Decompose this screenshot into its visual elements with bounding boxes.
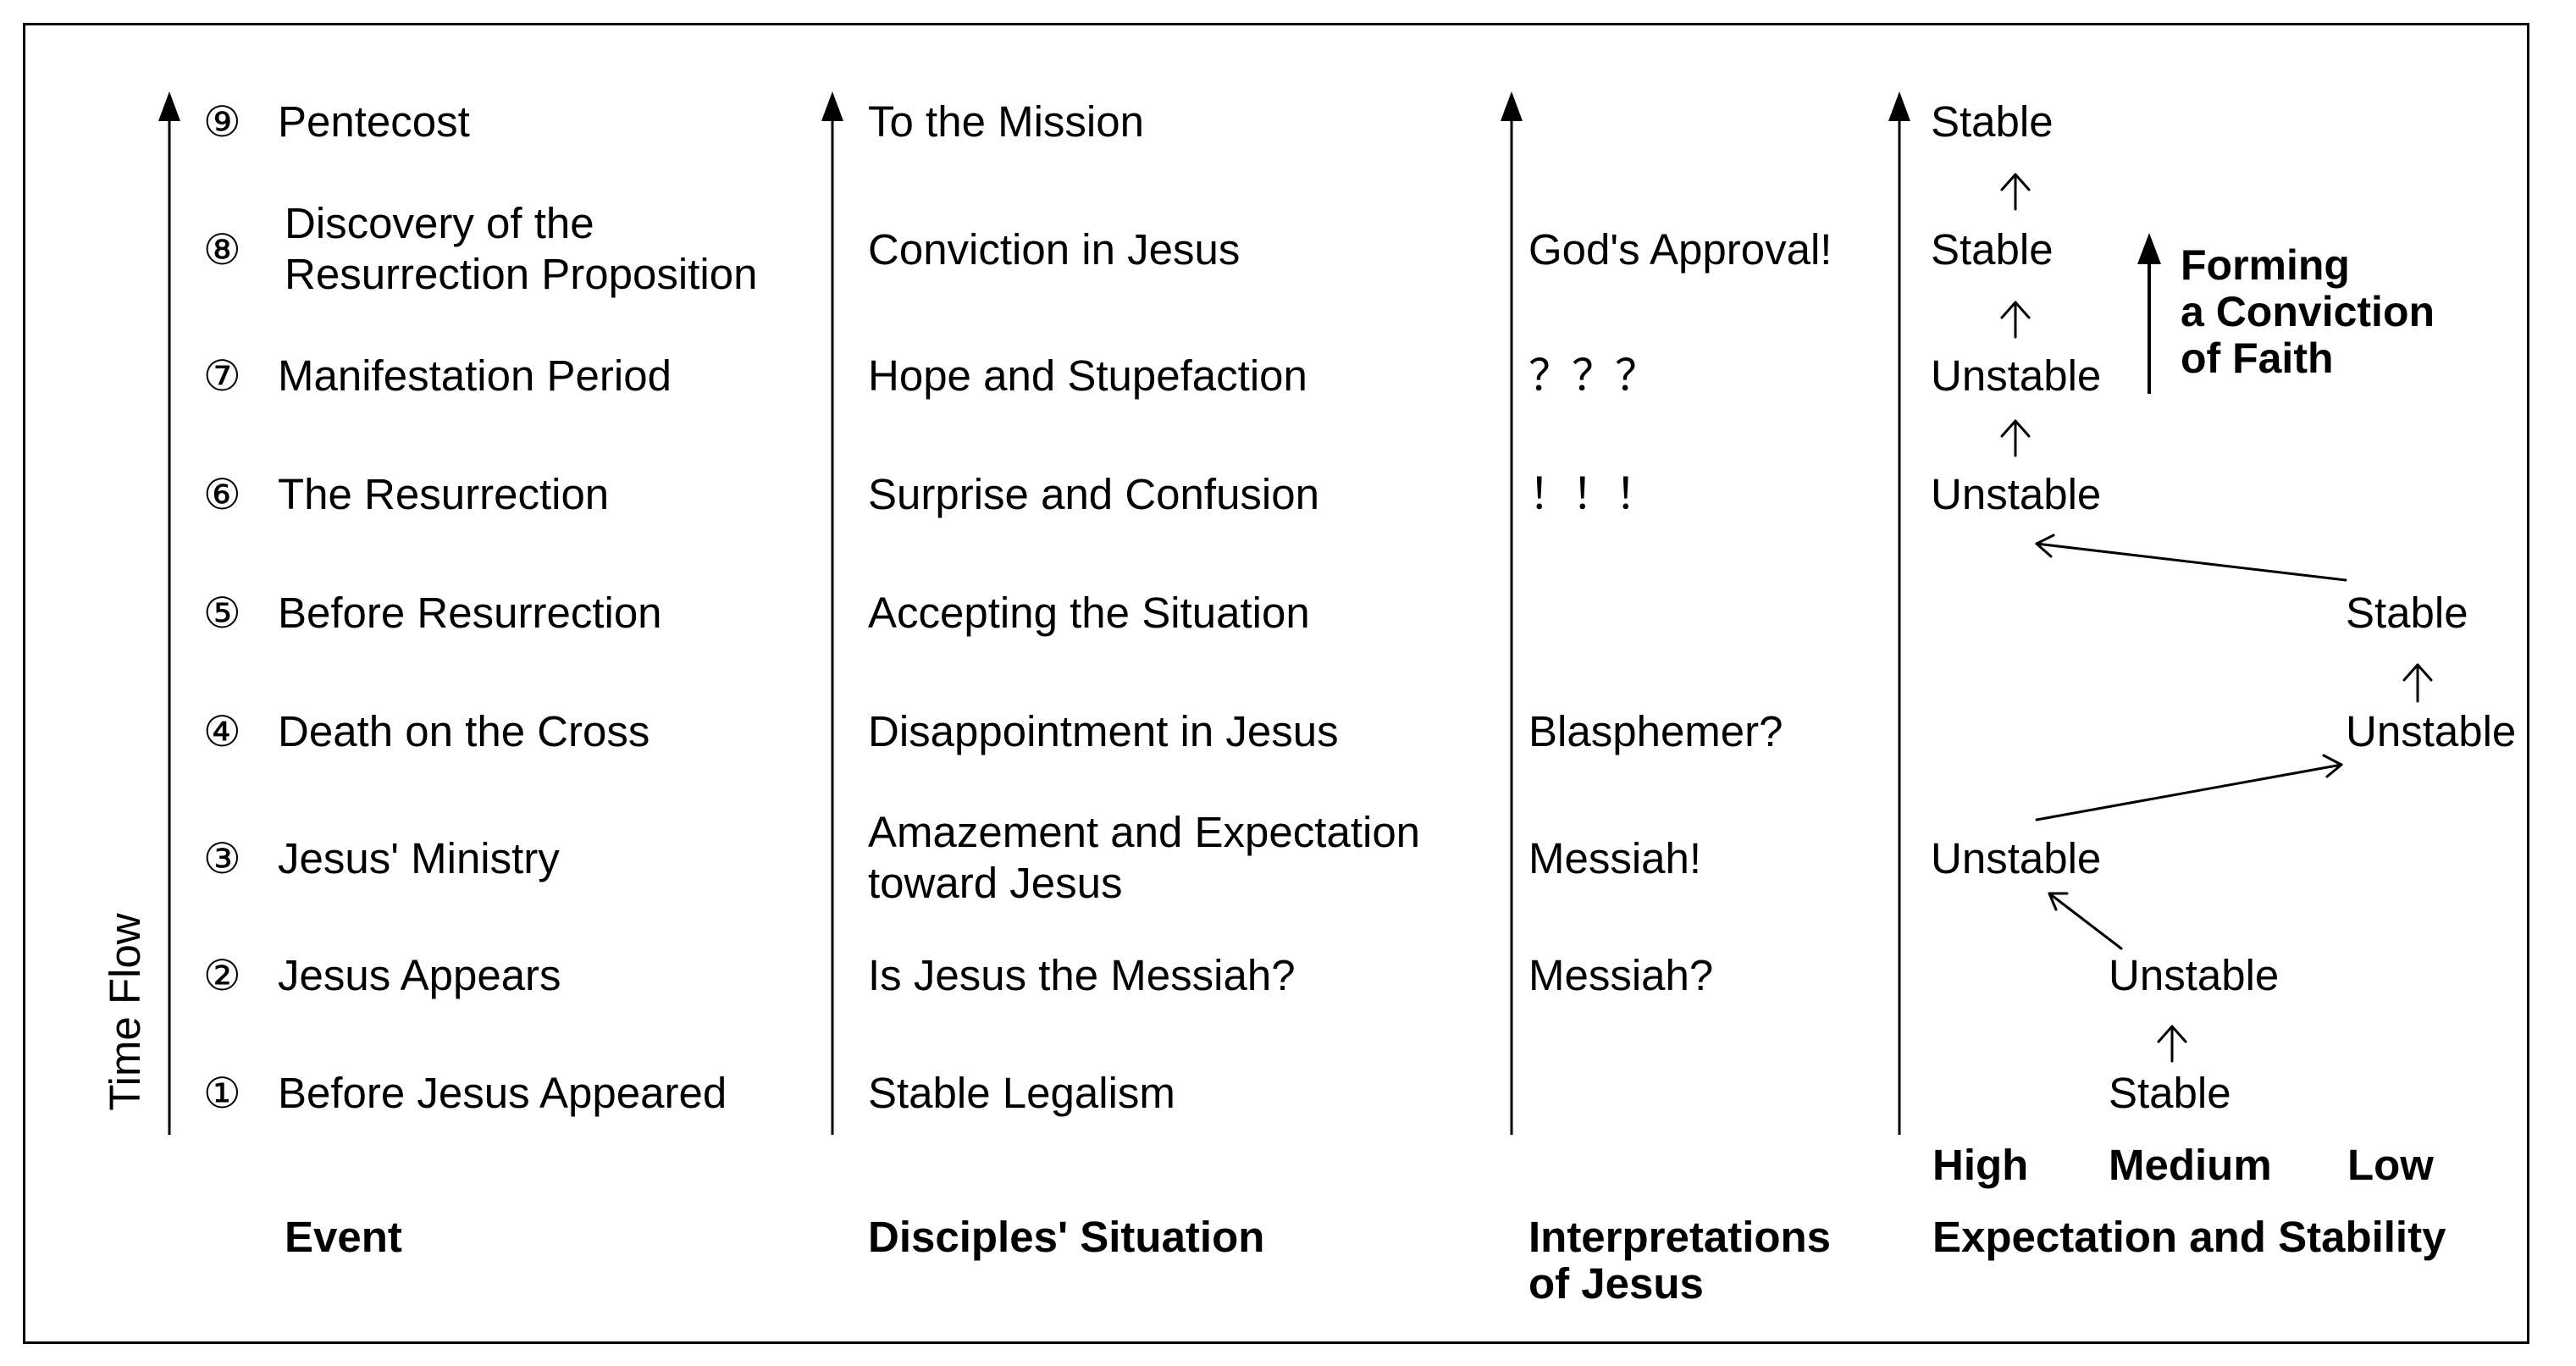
level-label-low: Low bbox=[2347, 1141, 2434, 1189]
diagram-frame bbox=[23, 23, 2529, 1344]
conviction-label: a Conviction bbox=[2181, 288, 2435, 335]
event-label: Death on the Cross bbox=[278, 707, 650, 755]
situation-label: Hope and Stupefaction bbox=[868, 351, 1307, 400]
situation-label: Conviction in Jesus bbox=[868, 225, 1241, 274]
event-number: ① bbox=[203, 1070, 241, 1117]
header-interpretation: of Jesus bbox=[1528, 1259, 1704, 1308]
event-label: Resurrection Proposition bbox=[285, 250, 758, 298]
event-label: Manifestation Period bbox=[278, 351, 672, 400]
time-flow-label: Time Flow bbox=[101, 913, 149, 1111]
event-label: Jesus Appears bbox=[278, 951, 561, 999]
header-interpretation: Interpretations bbox=[1528, 1213, 1832, 1261]
event-label: Before Resurrection bbox=[278, 589, 662, 637]
state-label: Unstable bbox=[2109, 951, 2280, 999]
event-label: Jesus' Ministry bbox=[278, 834, 560, 882]
header-situation: Disciples' Situation bbox=[868, 1213, 1265, 1261]
state-label: Stable bbox=[2346, 589, 2468, 637]
state-label: Unstable bbox=[2346, 707, 2517, 755]
event-number: ④ bbox=[203, 708, 241, 755]
state-label: Stable bbox=[2109, 1069, 2231, 1117]
interpretation-label: ？？？ bbox=[1528, 351, 1659, 400]
situation-label: To the Mission bbox=[868, 97, 1144, 146]
conviction-label: of Faith bbox=[2181, 335, 2334, 382]
state-label: Stable bbox=[1931, 225, 2054, 274]
event-number: ③ bbox=[203, 835, 241, 882]
level-label-high: High bbox=[1932, 1141, 2029, 1189]
event-number: ⑥ bbox=[203, 471, 241, 518]
situation-label: Surprise and Confusion bbox=[868, 470, 1319, 518]
interpretation-label: Messiah! bbox=[1528, 834, 1702, 882]
event-number: ⑤ bbox=[203, 589, 241, 637]
event-number: ⑦ bbox=[203, 352, 241, 400]
state-label: Unstable bbox=[1931, 834, 2102, 882]
level-label-medium: Medium bbox=[2109, 1141, 2272, 1189]
header-expectation: Expectation and Stability bbox=[1932, 1213, 2446, 1261]
event-number: ② bbox=[203, 952, 241, 999]
header-event: Event bbox=[285, 1213, 402, 1261]
state-label: Stable bbox=[1931, 97, 2054, 146]
event-label: Discovery of the bbox=[285, 199, 594, 247]
event-label: Before Jesus Appeared bbox=[278, 1069, 727, 1117]
situation-label: Is Jesus the Messiah? bbox=[868, 951, 1296, 999]
event-number: ⑧ bbox=[203, 226, 241, 274]
situation-label: Accepting the Situation bbox=[868, 589, 1310, 637]
interpretation-label: Blasphemer? bbox=[1528, 707, 1783, 755]
state-label: Unstable bbox=[1931, 470, 2102, 518]
situation-label: toward Jesus bbox=[868, 859, 1123, 907]
conviction-label: Forming bbox=[2181, 241, 2350, 289]
interpretation-label: God's Approval! bbox=[1528, 225, 1832, 274]
state-label: Unstable bbox=[1931, 351, 2102, 400]
interpretation-label: Messiah? bbox=[1528, 951, 1714, 999]
situation-label: Disappointment in Jesus bbox=[868, 707, 1339, 755]
situation-label: Stable Legalism bbox=[868, 1069, 1175, 1117]
event-number: ⑨ bbox=[203, 98, 241, 146]
situation-label: Amazement and Expectation bbox=[868, 808, 1421, 856]
event-label: Pentecost bbox=[278, 97, 470, 146]
interpretation-label: ！！！ bbox=[1528, 470, 1659, 518]
event-label: The Resurrection bbox=[278, 470, 610, 518]
